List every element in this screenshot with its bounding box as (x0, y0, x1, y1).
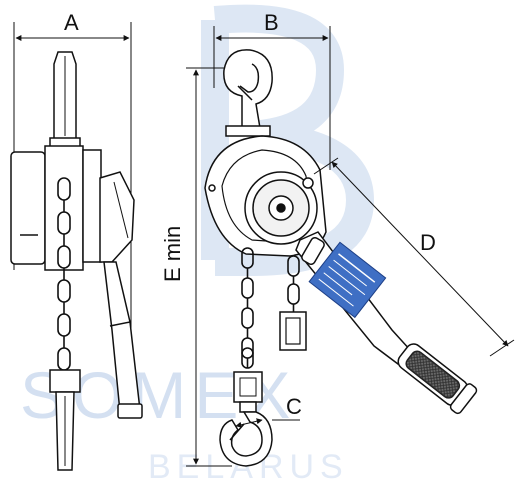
front-view (186, 26, 515, 467)
load-chain (241, 247, 254, 369)
dim-a-label: A (64, 10, 79, 35)
lever-grip (397, 343, 478, 415)
side-chain (57, 177, 71, 371)
body-rivet (208, 184, 216, 192)
bottom-hook-block (233, 371, 263, 403)
hub-bolt (302, 177, 314, 189)
side-lever-grip-end (117, 403, 143, 419)
top-hook (223, 49, 273, 129)
side-housing-cover (10, 151, 46, 265)
freewheel-knob (301, 236, 325, 266)
dim-b-label: B (264, 10, 279, 35)
dim-c-line (235, 418, 263, 428)
dim-e-label: E min (160, 226, 185, 282)
slack-chain (287, 255, 300, 312)
dim-c-label: C (286, 394, 302, 419)
side-housing-plate (82, 149, 102, 263)
side-lever-hub (99, 171, 135, 263)
top-hook-bracket (225, 125, 271, 137)
side-bottom-hook-block (49, 369, 81, 393)
side-view (10, 22, 143, 471)
top-hook-latch (237, 85, 253, 101)
label-plate (308, 241, 387, 319)
dim-d-label: D (420, 230, 436, 255)
dim-d-line (331, 161, 509, 347)
